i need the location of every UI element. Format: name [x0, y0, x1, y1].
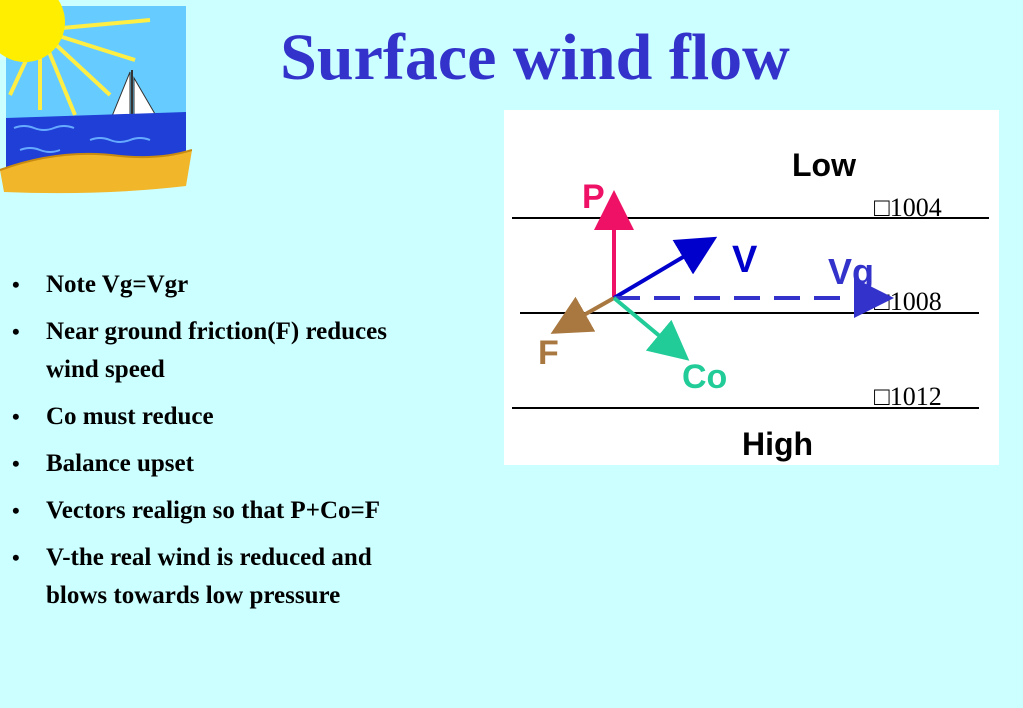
bullet-list: • Note Vg=Vgr • Near ground friction(F) re…	[8, 266, 408, 624]
bullet-marker: •	[12, 451, 20, 476]
coriolis-vector	[612, 296, 690, 361]
wind-vector-diagram: Low High □1004 □1008 □1012 P V Vg F Co	[504, 110, 999, 465]
bullet-text: Co must reduce	[46, 403, 214, 430]
sailboat-clipart	[0, 0, 192, 194]
bullet-text: V-the real wind is reduced and blows tow…	[46, 544, 372, 609]
isobar-label-1004: □1004	[874, 193, 942, 222]
pressure-gradient-label: P	[582, 178, 605, 216]
bullet-item: • V-the real wind is reduced and blows to…	[8, 539, 408, 615]
bullet-item: • Vectors realign so that P+Co=F	[8, 492, 408, 530]
low-pressure-label: Low	[792, 147, 856, 183]
isobar-label-1012: □1012	[874, 382, 942, 411]
bullet-text: Note Vg=Vgr	[46, 271, 189, 298]
bullet-marker: •	[12, 404, 20, 429]
diagram-canvas: Low High □1004 □1008 □1012 P V Vg F Co	[512, 147, 989, 462]
bullet-marker: •	[12, 272, 20, 297]
bullet-item: • Near ground friction(F) reduces wind sp…	[8, 313, 408, 389]
bullet-item: • Balance upset	[8, 445, 408, 483]
real-wind-label: V	[732, 239, 758, 281]
bullet-item: • Note Vg=Vgr	[8, 266, 408, 304]
bullet-text: Balance upset	[46, 450, 194, 477]
isobar-label-1008: □1008	[874, 287, 942, 316]
bullet-marker: •	[12, 319, 20, 344]
bullet-text: Near ground friction(F) reduces wind spe…	[46, 318, 387, 383]
bullet-item: • Co must reduce	[8, 398, 408, 436]
bullet-text: Vectors realign so that P+Co=F	[46, 497, 381, 524]
high-pressure-label: High	[742, 426, 813, 462]
bullet-marker: •	[12, 498, 20, 523]
real-wind-vector	[612, 236, 718, 300]
slide-title: Surface wind flow	[280, 21, 790, 94]
friction-label: F	[538, 334, 559, 372]
bullet-marker: •	[12, 545, 20, 570]
friction-vector	[550, 296, 615, 334]
geostrophic-wind-label: Vg	[828, 251, 874, 292]
coriolis-label: Co	[682, 358, 727, 396]
